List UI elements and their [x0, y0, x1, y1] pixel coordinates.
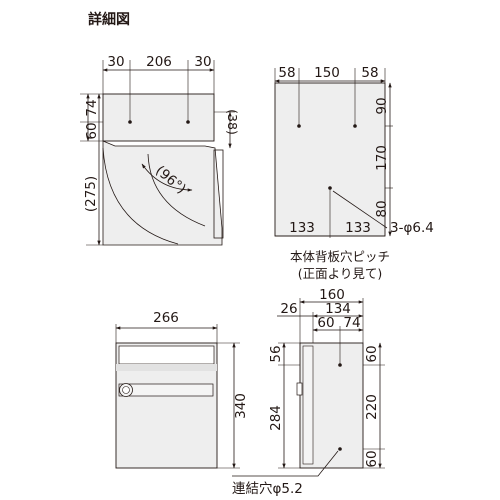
front-view-hole-left	[128, 120, 132, 124]
back-view-dim-80: 80	[374, 200, 390, 217]
side-elevation-dim-60: 60	[317, 315, 334, 331]
back-view-caption-line2: (正面より見て)	[298, 266, 383, 281]
side-elevation-door-panel	[302, 345, 314, 465]
back-view-dim-90: 90	[374, 97, 390, 114]
front-view-dim-60: 60	[84, 122, 100, 139]
back-view-hole-leader	[332, 190, 388, 229]
back-view-caption-line1: 本体背板穴ピッチ	[290, 249, 390, 264]
front-view-open-door	[102, 140, 223, 246]
side-elevation-dim-60-bottom: 60	[364, 450, 380, 467]
front-elevation-lock-core	[122, 386, 130, 394]
side-elevation-dim-284: 284	[268, 405, 284, 431]
front-view-swing-arc-outer	[102, 147, 179, 245]
side-elevation-dim-160: 160	[319, 287, 345, 303]
side-elevation-dim-74: 74	[343, 315, 360, 331]
front-view-lid-body	[102, 93, 215, 142]
back-view-dim-58-right: 58	[361, 65, 378, 81]
side-elevation: 160 134 26 60 74 56 284 60 220 60 連結穴φ5.…	[232, 287, 385, 497]
front-elevation: 266 340	[115, 310, 249, 469]
front-view-dim-30-right: 30	[194, 54, 211, 70]
front-elevation-dim-340: 340	[233, 393, 249, 419]
back-view-hole-note: 3-φ6.4	[390, 220, 434, 236]
side-elevation-lock	[296, 382, 303, 396]
back-view-dim-58-left: 58	[278, 65, 295, 81]
front-view-angle-arc	[141, 163, 193, 192]
side-elevation-dim-60-top: 60	[364, 345, 380, 362]
back-view-dim-133-left: 133	[289, 220, 315, 236]
front-view-hole-right	[186, 120, 190, 124]
back-view-dim-150: 150	[314, 65, 340, 81]
back-view-dim-133-right: 133	[345, 220, 371, 236]
front-view-dim-30-left: 30	[107, 54, 124, 70]
side-elevation-dim-220: 220	[364, 394, 380, 420]
front-elevation-nameplate	[118, 383, 214, 397]
front-view-dim-275: (275)	[83, 176, 99, 212]
front-view-dim-74: 74	[84, 99, 100, 116]
side-elevation-note: 連結穴φ5.2	[232, 481, 303, 497]
back-view: 58 150 58 90 170 80 133 133 3-φ6.4 本体背板穴…	[274, 65, 434, 281]
front-view-dim-206: 206	[146, 54, 172, 70]
front-elevation-mail-slot	[118, 345, 215, 365]
side-elevation-dim-56: 56	[268, 345, 284, 362]
side-elevation-note-leader	[232, 450, 339, 477]
side-elevation-dim-26: 26	[280, 301, 297, 317]
side-elevation-dim-134: 134	[325, 301, 351, 317]
drawing-title: 詳細図	[88, 11, 130, 28]
front-elevation-dim-266: 266	[153, 310, 179, 326]
front-elevation-shadow-band	[116, 364, 217, 371]
front-view-door-edge	[213, 149, 224, 239]
front-view: 30 206 30 74 60 (275) (96°) (38)	[80, 54, 240, 246]
front-view-dim-38: (38)	[225, 109, 240, 135]
side-elevation-hole-bottom	[338, 447, 342, 451]
back-view-dim-170: 170	[374, 145, 390, 171]
